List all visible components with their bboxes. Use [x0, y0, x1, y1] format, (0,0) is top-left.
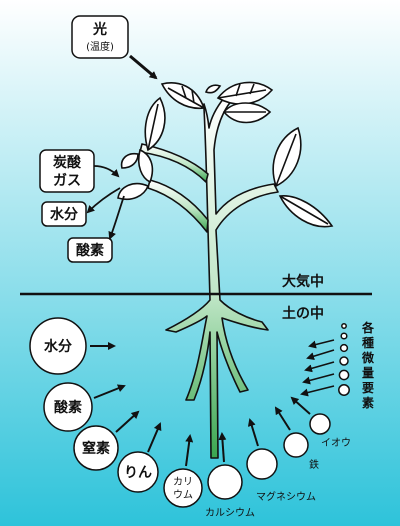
leaf [278, 195, 334, 228]
leaf [160, 82, 206, 109]
arrow-trace [304, 361, 335, 373]
arrow-trace [300, 385, 335, 397]
label-calcium: カルシウム [205, 507, 255, 519]
water-air-box [41, 201, 87, 227]
plant-stem [139, 97, 279, 459]
oxygen-soil-circle [43, 382, 93, 432]
magnesium-circle [246, 448, 278, 480]
sulfur-circle [309, 413, 331, 435]
leaf [144, 96, 166, 152]
trace-char: 微 [361, 350, 375, 365]
trace-char: 各 [361, 320, 375, 335]
leaf [120, 152, 139, 169]
label-sulfur: イオウ [321, 437, 351, 449]
trace-element-arrows [300, 339, 335, 397]
trace-element-dots [338, 323, 350, 396]
label-temperature: (温度) [86, 40, 114, 53]
trace-dot [339, 356, 349, 366]
arrow-oxygen-soil [93, 384, 126, 399]
trace-char: 要 [362, 380, 374, 395]
trace-char: 量 [362, 366, 374, 380]
label-potassium-2: ウム [173, 489, 193, 501]
label-potassium-1: カリ [173, 476, 193, 488]
light-box [71, 15, 129, 59]
leaf [204, 84, 222, 94]
arrow-phosphorus [147, 422, 162, 453]
label-atmosphere: 大気中 [282, 273, 324, 290]
arrow-water-air [86, 187, 121, 214]
arrow-trace [308, 339, 335, 349]
leaves [117, 81, 334, 228]
label-carbon-dioxide-2: ガス [53, 173, 81, 189]
label-iron: 鉄 [309, 458, 319, 471]
arrow-potassium [185, 434, 194, 467]
iron-circle [283, 432, 309, 458]
calcium-circle [207, 464, 243, 500]
arrow-iron [274, 406, 291, 431]
label-magnesium: マグネシウム [256, 490, 316, 503]
trace-dot [341, 323, 347, 329]
leaf [272, 126, 302, 188]
label-oxygen-air: 酸素 [76, 242, 104, 259]
leaf [216, 81, 274, 105]
carbon-dioxide-box [39, 149, 95, 193]
arrow-carbon-dioxide [93, 165, 120, 178]
arrow-oxygen-air [108, 195, 125, 240]
arrow-nitrogen [115, 410, 140, 433]
arrow-sulfur [290, 396, 311, 415]
trace-dot [338, 369, 350, 381]
phosphorus-circle [117, 451, 159, 493]
arrow-trace [302, 373, 335, 385]
arrow-trace [306, 349, 335, 361]
potassium-circle [163, 468, 203, 508]
label-nitrogen: 窒素 [82, 440, 110, 457]
leaf [117, 182, 150, 201]
arrow-light [129, 54, 158, 80]
label-in-soil: 土の中 [282, 305, 324, 322]
trace-dot [338, 384, 350, 396]
label-oxygen-soil: 酸素 [54, 399, 82, 416]
label-carbon-dioxide-1: 炭酸 [53, 154, 82, 171]
label-water-soil: 水分 [44, 338, 72, 355]
water-soil-circle [29, 317, 87, 375]
leaf [222, 102, 272, 124]
label-water-air: 水分 [50, 206, 78, 223]
label-light: 光 [92, 21, 107, 38]
leaf [137, 148, 154, 184]
label-trace-elements: 各 種 微 量 要 素 [361, 320, 375, 410]
label-phosphorus: りん [124, 465, 152, 481]
trace-dot [340, 332, 348, 340]
arrow-calcium [218, 432, 227, 463]
arrow-magnesium [247, 418, 259, 447]
trace-char: 素 [362, 395, 374, 410]
nitrogen-circle [73, 425, 119, 471]
trace-char: 種 [362, 335, 374, 350]
oxygen-air-box [67, 237, 113, 263]
trace-dot [339, 343, 349, 353]
